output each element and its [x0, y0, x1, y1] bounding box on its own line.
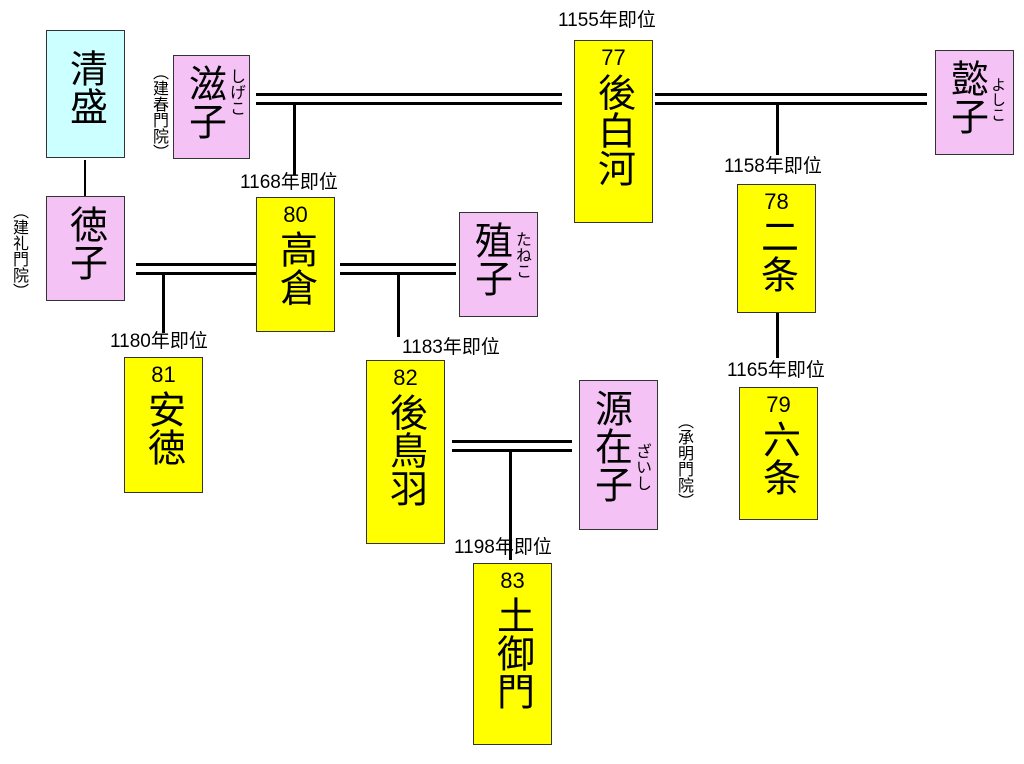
emperor-number: 82	[393, 365, 418, 390]
person-tokuko: 徳子	[46, 196, 125, 301]
consort-title: （建春門院）	[150, 64, 169, 160]
person-name: 源在子	[588, 389, 633, 503]
emperor-number: 81	[151, 362, 176, 387]
emperor-number: 83	[500, 568, 525, 593]
marriage-line-goshirakawa-yoshiko-top	[655, 93, 927, 96]
marriage-line-shigeko-goshirakawa-top	[256, 93, 562, 96]
emperor-name: 後白河	[591, 73, 636, 187]
emperor-name: 高倉	[273, 230, 318, 306]
line-to-antoku	[162, 275, 165, 333]
person-reading: ざいし	[633, 443, 652, 491]
marriage-line-shigeko-goshirakawa-bottom	[256, 102, 562, 105]
line-to-nijo	[776, 105, 779, 155]
emperor-number: 78	[764, 189, 789, 214]
emperor-number: 80	[283, 202, 308, 227]
emperor-name: 安徳	[141, 390, 186, 466]
person-name: 殖子	[468, 221, 513, 297]
emperor-gotoba: 82 後鳥羽	[366, 360, 445, 544]
emperor-goshirakawa: 77 後白河	[574, 40, 653, 223]
person-name: 懿子	[944, 59, 989, 135]
marriage-line-tokuko-takakura-bottom	[136, 272, 256, 275]
marriage-line-takakura-taneko-top	[340, 263, 456, 266]
line-to-gotoba	[397, 275, 400, 337]
marriage-line-goshirakawa-yoshiko-bottom	[655, 102, 927, 105]
emperor-name: 後鳥羽	[383, 393, 428, 507]
consort-title: （承明門院）	[675, 413, 694, 509]
line-nijo-rokujo	[776, 313, 779, 358]
person-name: 滋子	[182, 64, 227, 140]
emperor-tsuchimikado: 83 土御門	[473, 563, 552, 745]
consort-title: （建礼門院）	[10, 203, 29, 299]
person-reading: しげこ	[227, 68, 246, 116]
person-shigeko: 滋子 しげこ	[173, 55, 250, 159]
accession-year: 1168年即位	[240, 172, 338, 193]
accession-year: 1180年即位	[110, 331, 208, 352]
marriage-line-tokuko-takakura-top	[136, 263, 256, 266]
person-reading: よしこ	[989, 77, 1007, 122]
emperor-nijo: 78 二条	[737, 184, 816, 313]
emperor-number: 79	[766, 392, 791, 417]
line-to-tsuchimikado	[509, 452, 512, 560]
person-zaishi: 源在子 ざいし	[579, 380, 658, 530]
accession-year: 1183年即位	[402, 337, 500, 358]
person-kiyomori: 清盛	[46, 30, 125, 158]
person-reading: たねこ	[513, 231, 532, 279]
accession-year: 1198年即位	[454, 537, 552, 558]
emperor-name: 六条	[756, 420, 801, 496]
person-taneko: 殖子 たねこ	[459, 212, 538, 317]
person-name: 清盛	[63, 49, 108, 125]
marriage-line-takakura-taneko-bottom	[340, 272, 456, 275]
accession-year: 1155年即位	[558, 10, 656, 31]
emperor-name: 二条	[754, 217, 799, 293]
accession-year: 1165年即位	[727, 360, 825, 381]
emperor-takakura: 80 高倉	[256, 197, 335, 332]
marriage-line-gotoba-zaishi-bottom	[452, 449, 572, 452]
person-name: 徳子	[63, 205, 108, 281]
line-to-takakura	[293, 105, 296, 175]
accession-year: 1158年即位	[724, 156, 822, 177]
emperor-number: 77	[601, 45, 626, 70]
marriage-line-gotoba-zaishi-top	[452, 440, 572, 443]
person-yoshiko: 懿子 よしこ	[935, 50, 1014, 155]
emperor-antoku: 81 安徳	[124, 357, 203, 493]
emperor-name: 土御門	[490, 596, 535, 710]
emperor-rokujo: 79 六条	[739, 387, 818, 520]
line-kiyomori-tokuko	[84, 160, 86, 196]
